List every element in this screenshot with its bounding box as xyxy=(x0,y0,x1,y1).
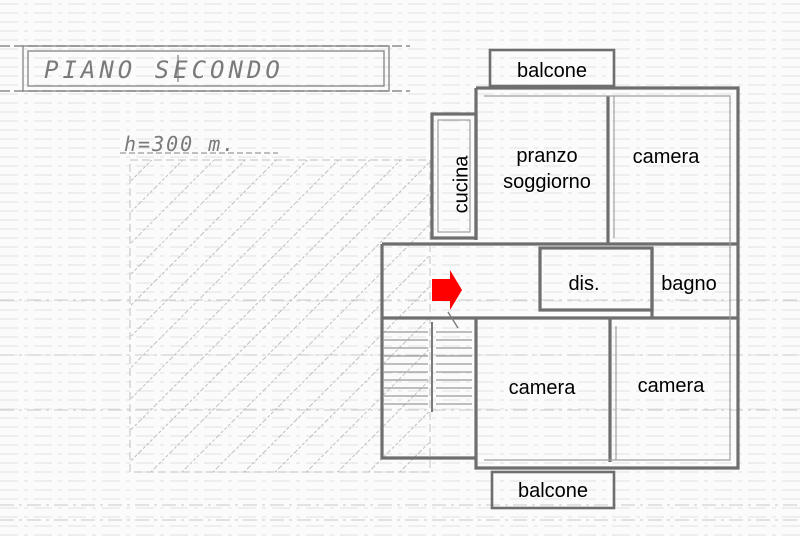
hatched-area xyxy=(129,159,431,473)
room-label-dis: dis. xyxy=(568,273,600,295)
height-note: h=300 m. xyxy=(124,132,237,156)
title-box xyxy=(0,45,410,92)
entrance-arrow-icon xyxy=(432,270,462,310)
room-label-camera-bottom-left: camera xyxy=(508,377,576,399)
room-label-soggiorno: soggiorno xyxy=(503,171,591,193)
room-label-balcone-top: balcone xyxy=(516,60,588,82)
room-label-camera-bottom-right: camera xyxy=(637,375,705,397)
room-label-bagno: bagno xyxy=(661,273,717,295)
staircase xyxy=(384,311,472,412)
room-label-balcone-bottom: balcone xyxy=(517,480,589,502)
plan-title: PIANO SECONDO xyxy=(44,56,284,84)
room-label-cucina-wrap: cucina xyxy=(448,146,476,222)
room-label-camera-top-right: camera xyxy=(632,146,700,168)
walls xyxy=(380,48,740,510)
room-label-cucina: cucina xyxy=(450,155,473,213)
room-label-pranzo: pranzo xyxy=(516,145,578,167)
